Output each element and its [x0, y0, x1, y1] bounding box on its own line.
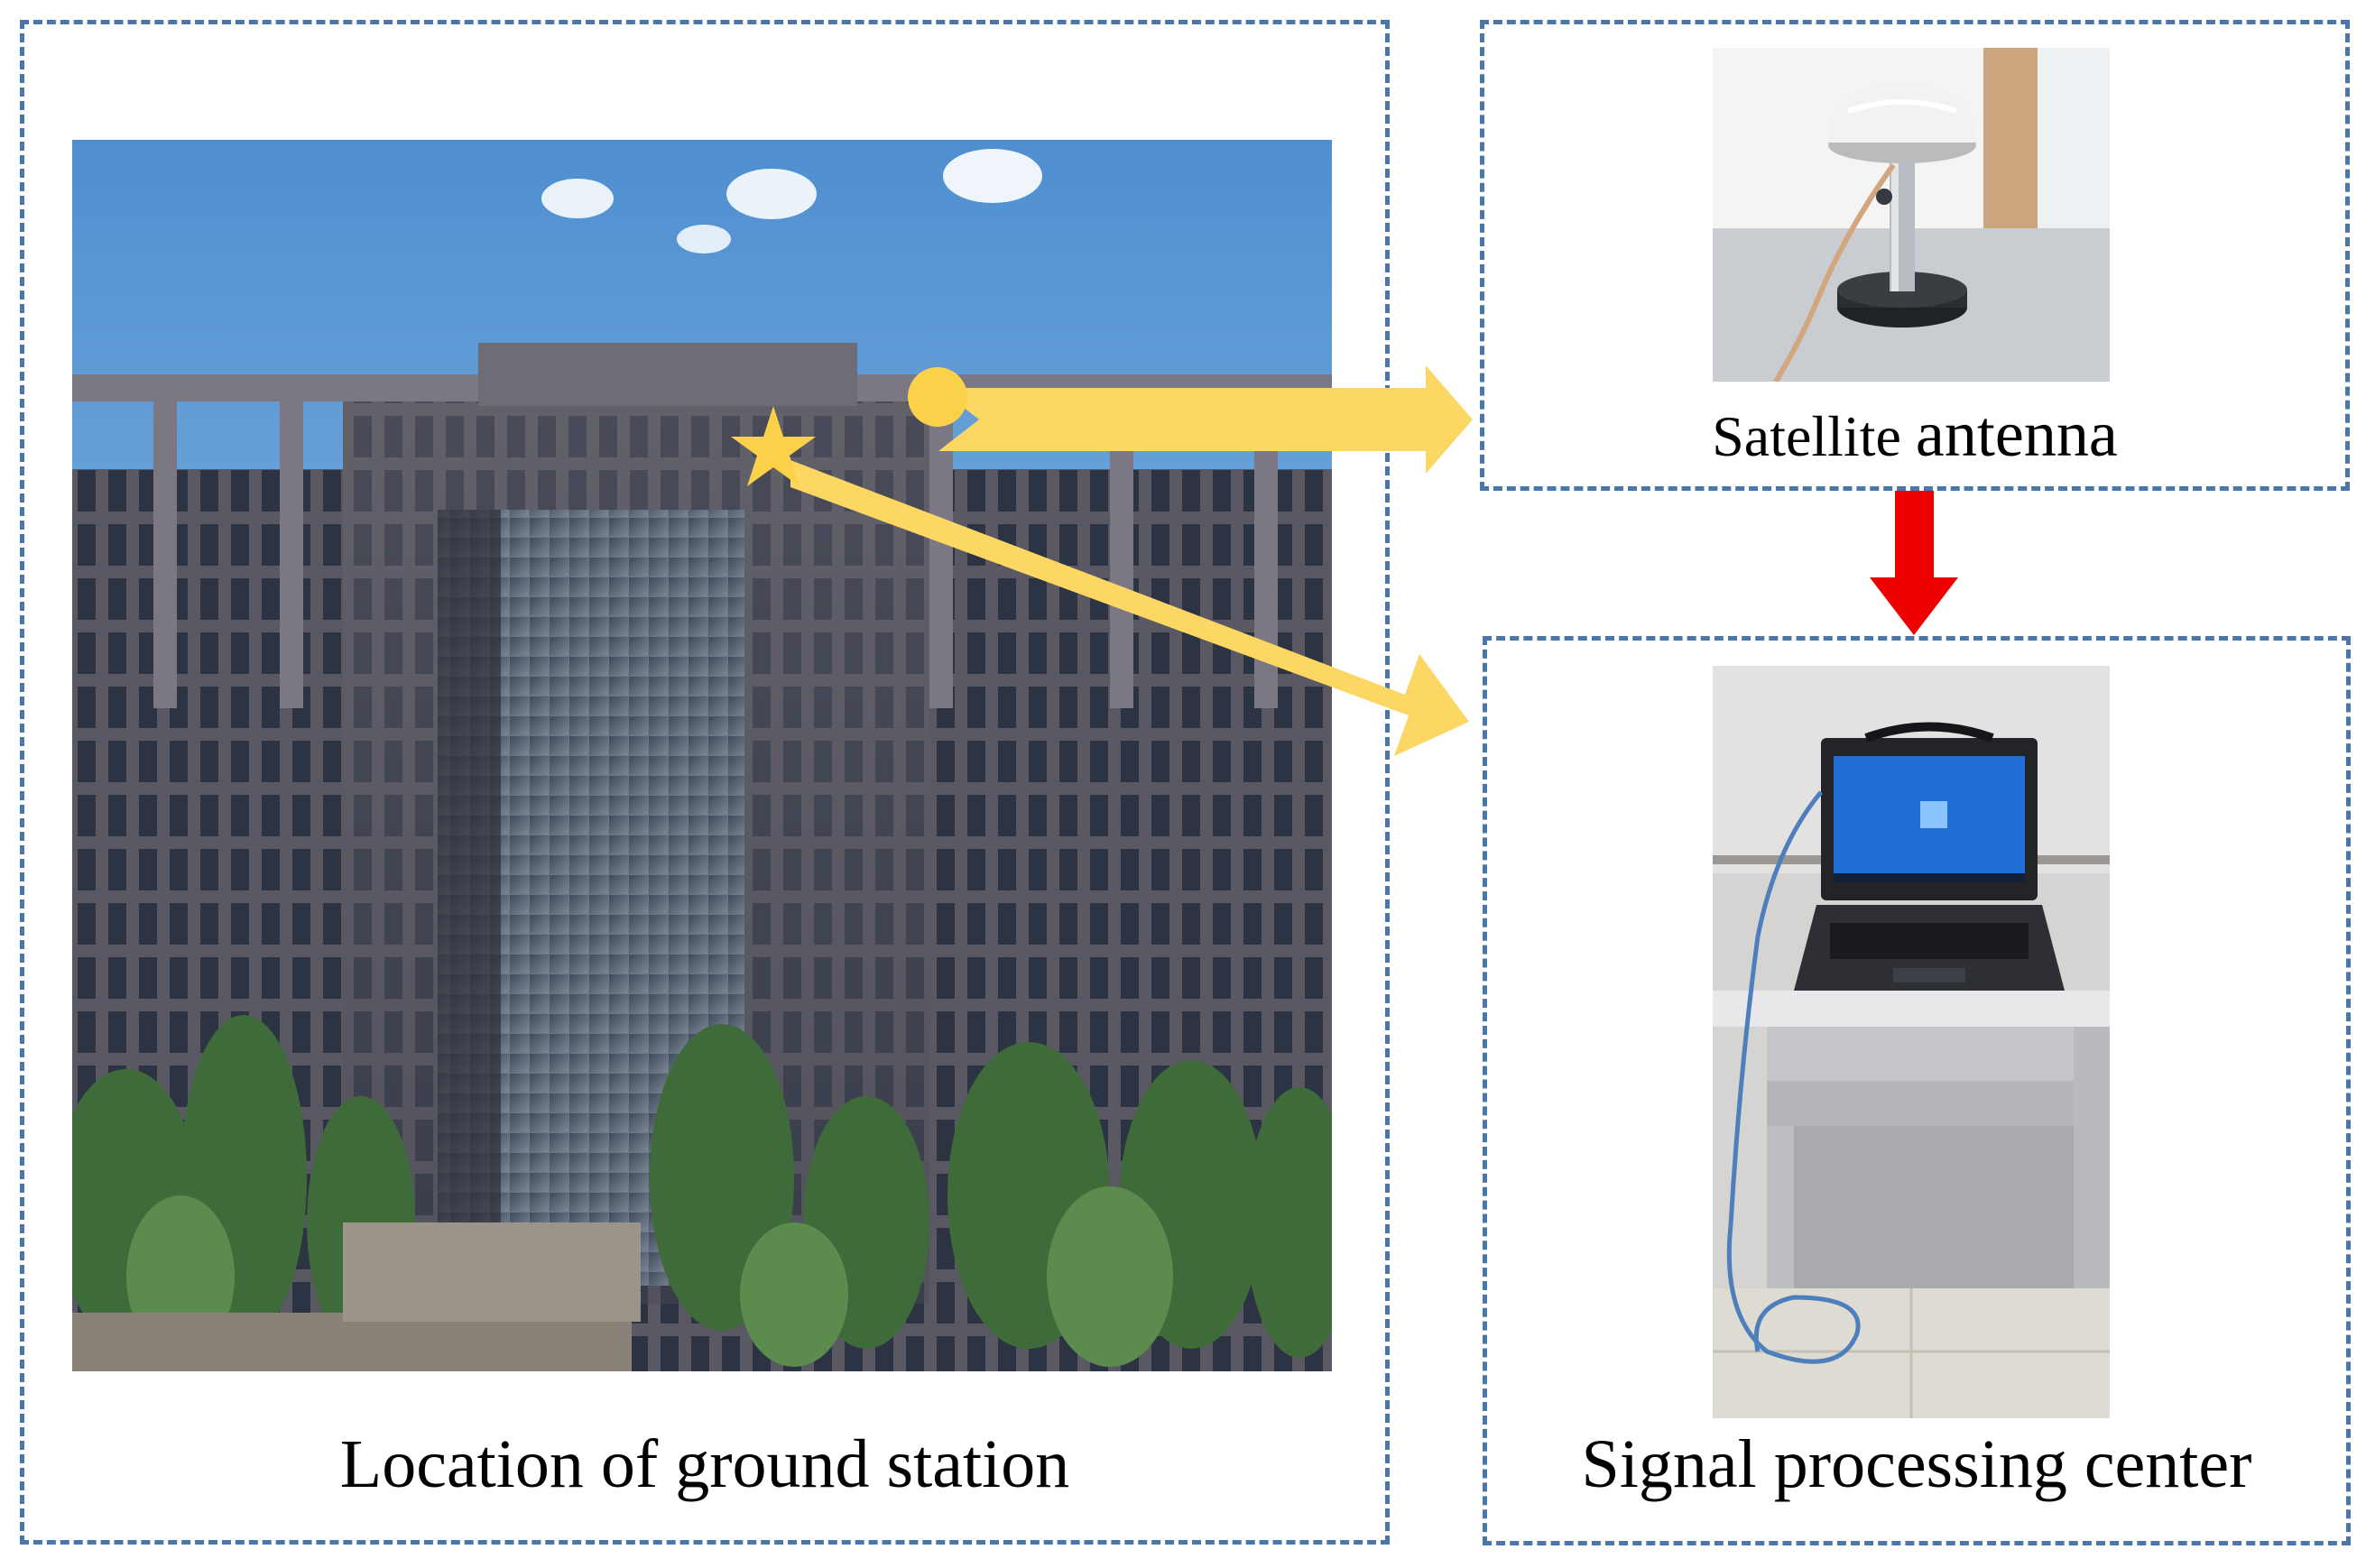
arrow-to-processing-center: [790, 460, 1469, 756]
ground-station-caption-text: Location of ground station: [339, 1426, 1070, 1502]
star-marker-icon: [731, 406, 816, 486]
antenna-caption-part1: Satellite: [1712, 404, 1916, 468]
arrow-to-antenna: [938, 365, 1473, 474]
processing-center-caption-text: Signal processing center: [1581, 1426, 2252, 1502]
ground-station-building-photo: [72, 140, 1332, 1371]
ground-station-panel: [20, 20, 1390, 1545]
satellite-antenna-panel: [1480, 20, 2350, 491]
processing-center-caption: Signal processing center: [1483, 1425, 2351, 1504]
processing-laptop-photo: [1713, 666, 2110, 1418]
satellite-antenna-photo: [1713, 48, 2110, 382]
antenna-caption-part2: antenna: [1915, 398, 2118, 470]
signal-processing-panel: [1483, 636, 2351, 1545]
arrow-antenna-to-center: [1870, 491, 1958, 635]
ground-station-caption: Location of ground station: [20, 1425, 1390, 1504]
circle-marker-icon: [908, 367, 967, 427]
satellite-antenna-caption: Satellite antenna: [1480, 397, 2350, 472]
